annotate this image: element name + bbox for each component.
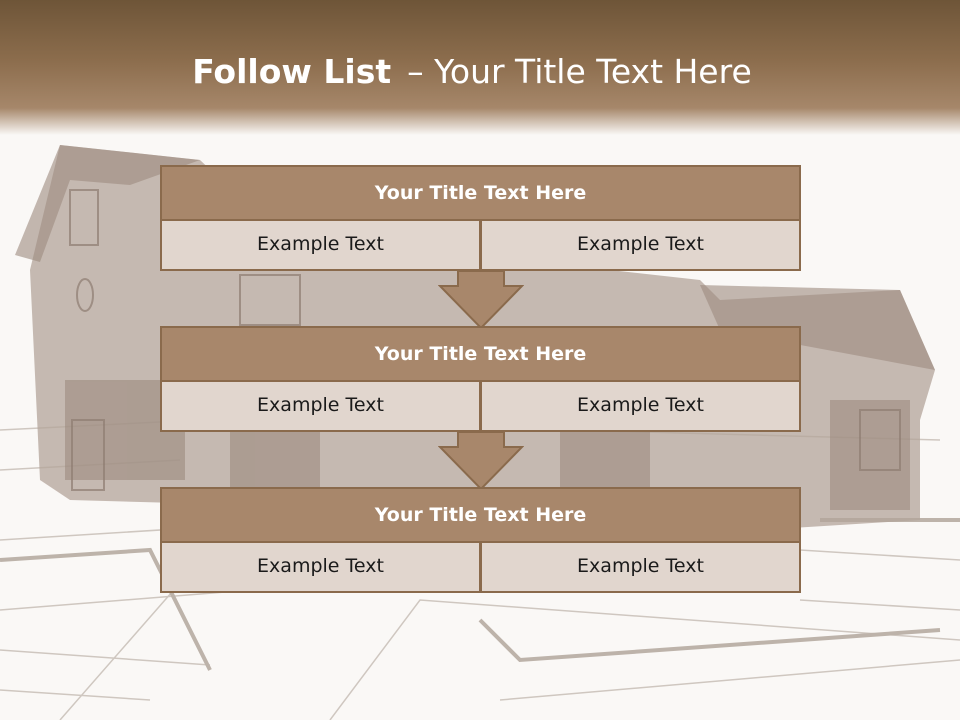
title-banner: [0, 0, 960, 135]
block-row: Example Text Example Text: [160, 221, 801, 271]
block-title: Your Title Text Here: [160, 165, 801, 221]
block-title: Your Title Text Here: [160, 326, 801, 382]
list-block-2: Your Title Text Here Example Text Exampl…: [160, 326, 801, 432]
down-arrow-icon: [438, 270, 524, 330]
block-row: Example Text Example Text: [160, 543, 801, 593]
slide-title-bold: Follow List: [192, 52, 392, 91]
down-arrow-icon: [438, 431, 524, 491]
block-cell-left: Example Text: [160, 543, 481, 593]
block-cell-left: Example Text: [160, 382, 481, 432]
block-cell-left: Example Text: [160, 221, 481, 271]
block-cell-right: Example Text: [481, 221, 801, 271]
block-cell-right: Example Text: [481, 543, 801, 593]
slide-title: Follow List – Your Title Text Here: [0, 52, 944, 91]
block-row: Example Text Example Text: [160, 382, 801, 432]
slide-title-rest: – Your Title Text Here: [407, 52, 752, 91]
list-block-1: Your Title Text Here Example Text Exampl…: [160, 165, 801, 271]
block-title: Your Title Text Here: [160, 487, 801, 543]
block-cell-right: Example Text: [481, 382, 801, 432]
list-block-3: Your Title Text Here Example Text Exampl…: [160, 487, 801, 593]
